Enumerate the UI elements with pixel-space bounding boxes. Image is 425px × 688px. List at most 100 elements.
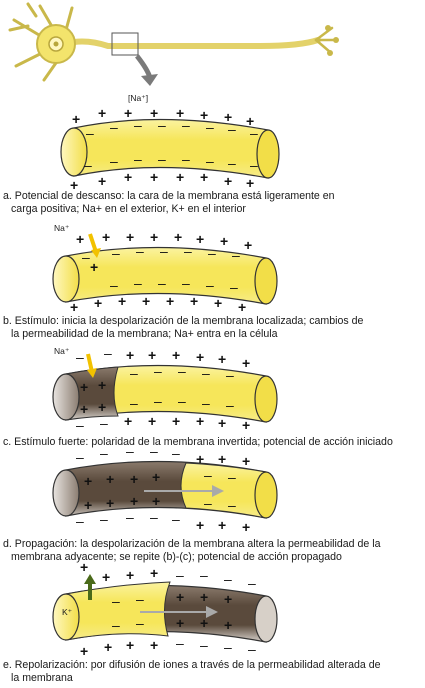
svg-text:–: – — [230, 279, 238, 295]
svg-text:–: – — [154, 393, 162, 409]
svg-text:+: + — [176, 105, 184, 121]
svg-text:+: + — [224, 173, 232, 189]
svg-text:–: – — [202, 395, 210, 411]
svg-text:–: – — [110, 153, 118, 169]
neuron-icon — [8, 2, 339, 86]
svg-text:+: + — [200, 107, 208, 123]
svg-text:+: + — [196, 451, 204, 467]
svg-text:+: + — [104, 639, 112, 655]
svg-text:–: – — [126, 443, 134, 459]
caption-d: d. Propagación: la despolarización de la… — [3, 538, 423, 564]
panel-b: +++ +++ ++ + +++ +++ ++ ––– ––– – ––– ––… — [52, 229, 278, 315]
caption-e-line2: la membrana — [11, 672, 73, 684]
svg-text:+: + — [218, 517, 226, 533]
svg-text:+: + — [130, 471, 138, 487]
svg-text:+: + — [176, 615, 184, 631]
svg-text:+: + — [130, 493, 138, 509]
svg-text:–: – — [110, 119, 118, 135]
svg-text:+: + — [150, 169, 158, 185]
svg-text:+: + — [200, 169, 208, 185]
caption-e: e. Repolarización: por difusión de iones… — [3, 659, 423, 685]
svg-text:–: – — [200, 637, 208, 653]
svg-text:–: – — [130, 395, 138, 411]
svg-text:–: – — [112, 593, 120, 609]
svg-text:+: + — [200, 589, 208, 605]
svg-text:+: + — [124, 105, 132, 121]
caption-a-line2: carga positiva; Na+ en el exterior, K+ e… — [11, 203, 246, 215]
svg-text:–: – — [104, 345, 112, 361]
svg-text:–: – — [134, 151, 142, 167]
svg-text:–: – — [76, 417, 84, 433]
svg-text:–: – — [182, 117, 190, 133]
svg-text:–: – — [228, 469, 236, 485]
sodium-label-b: Na⁺ — [54, 223, 70, 233]
svg-text:+: + — [98, 173, 106, 189]
svg-text:+: + — [242, 417, 250, 433]
potassium-label-e: K⁺ — [62, 607, 73, 617]
svg-text:+: + — [118, 293, 126, 309]
svg-text:+: + — [126, 229, 134, 245]
svg-text:+: + — [220, 233, 228, 249]
svg-text:+: + — [152, 469, 160, 485]
caption-e-line1: e. Repolarización: por difusión de iones… — [3, 659, 381, 671]
svg-text:–: – — [202, 365, 210, 381]
svg-text:+: + — [214, 295, 222, 311]
svg-text:+: + — [126, 567, 134, 583]
svg-text:+: + — [126, 347, 134, 363]
svg-text:+: + — [176, 589, 184, 605]
svg-text:–: – — [100, 415, 108, 431]
svg-text:–: – — [86, 125, 94, 141]
svg-text:–: – — [158, 117, 166, 133]
svg-text:+: + — [70, 177, 78, 193]
caption-d-line1: d. Propagación: la despolarización de la… — [3, 538, 381, 550]
svg-text:–: – — [224, 639, 232, 655]
svg-text:+: + — [124, 169, 132, 185]
svg-text:–: – — [228, 155, 236, 171]
svg-text:+: + — [196, 517, 204, 533]
svg-text:+: + — [150, 229, 158, 245]
panel-c: +++ +++ ++ ++ +++ +++ –– ––– –– ––– –– –… — [52, 345, 278, 433]
svg-text:+: + — [196, 231, 204, 247]
svg-text:+: + — [246, 175, 254, 191]
svg-text:–: – — [200, 567, 208, 583]
svg-text:+: + — [150, 565, 158, 581]
svg-text:+: + — [80, 379, 88, 395]
svg-text:+: + — [98, 399, 106, 415]
svg-text:–: – — [172, 511, 180, 527]
svg-text:–: – — [100, 445, 108, 461]
svg-text:–: – — [150, 443, 158, 459]
svg-text:+: + — [218, 415, 226, 431]
svg-text:+: + — [242, 453, 250, 469]
caption-b-line2: la permeabilidad de la membrana; Na+ ent… — [11, 328, 278, 340]
svg-text:–: – — [182, 275, 190, 291]
svg-text:+: + — [242, 355, 250, 371]
svg-text:+: + — [90, 259, 98, 275]
svg-text:+: + — [70, 299, 78, 315]
svg-text:+: + — [166, 293, 174, 309]
svg-text:–: – — [158, 275, 166, 291]
svg-text:–: – — [84, 157, 92, 173]
svg-text:+: + — [102, 229, 110, 245]
svg-text:–: – — [160, 243, 168, 259]
svg-text:+: + — [148, 347, 156, 363]
sodium-influx-arrow — [88, 233, 98, 253]
svg-text:–: – — [206, 153, 214, 169]
svg-text:+: + — [148, 413, 156, 429]
svg-text:–: – — [228, 497, 236, 513]
svg-text:–: – — [248, 575, 256, 591]
svg-text:–: – — [100, 511, 108, 527]
svg-text:+: + — [76, 231, 84, 247]
svg-text:+: + — [196, 413, 204, 429]
svg-text:+: + — [126, 637, 134, 653]
outside-charges: +++ +++ ++ +++ +++ ++ — [70, 105, 254, 193]
svg-text:–: – — [232, 247, 240, 263]
svg-text:+: + — [98, 377, 106, 393]
caption-c: c. Estímulo fuerte: polaridad de la memb… — [3, 436, 423, 449]
svg-text:–: – — [76, 449, 84, 465]
svg-text:–: – — [126, 509, 134, 525]
svg-text:–: – — [250, 125, 258, 141]
svg-text:+: + — [142, 293, 150, 309]
svg-text:–: – — [226, 367, 234, 383]
svg-text:+: + — [224, 109, 232, 125]
